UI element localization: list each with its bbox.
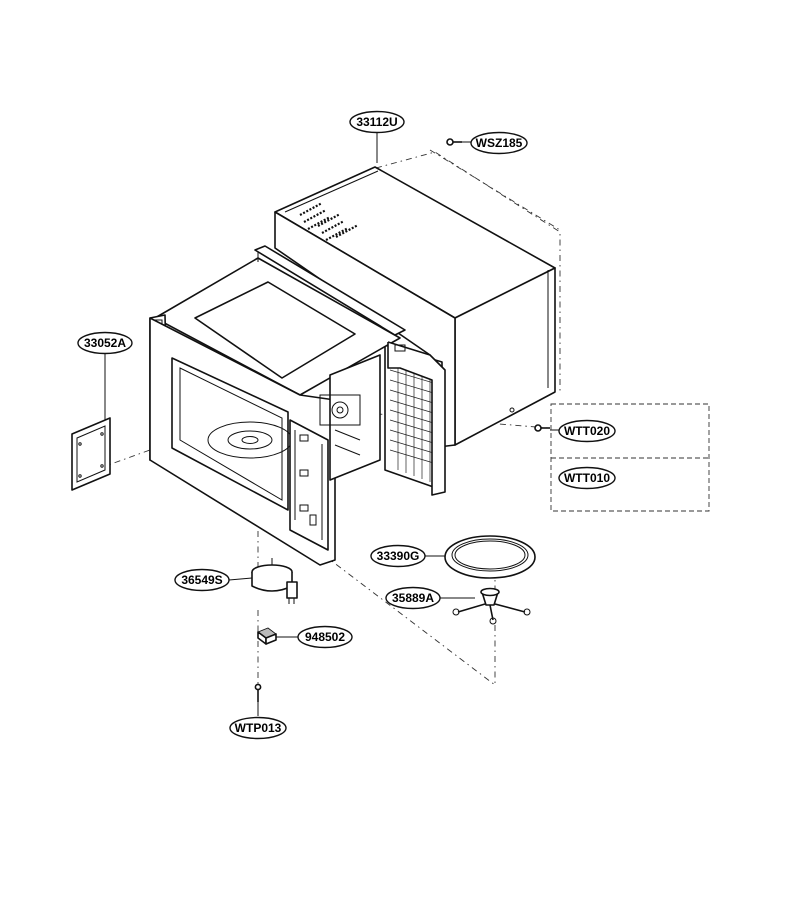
svg-text:WTT010: WTT010 (564, 471, 610, 485)
glass-turntable-tray-part (444, 535, 536, 579)
leader-lines (104, 133, 560, 716)
roller-ring-support-part (452, 587, 531, 625)
label-WTT020: WTT020 (558, 419, 616, 443)
turntable-motor-part (251, 558, 298, 604)
label-WTP013: WTP013 (229, 716, 287, 740)
screw-wtt020 (534, 424, 550, 432)
label-35889A: 35889A (385, 586, 441, 610)
outer-case-cabinet (274, 166, 556, 449)
svg-text:33390G: 33390G (377, 549, 420, 563)
label-WTT010: WTT010 (558, 466, 616, 490)
label-33052A: 33052A (77, 331, 133, 355)
label-948502: 948502 (297, 625, 353, 649)
screw-wsz185 (446, 138, 462, 146)
svg-text:WTT020: WTT020 (564, 424, 610, 438)
svg-text:948502: 948502 (305, 630, 345, 644)
waveguide-cover-plate-part (71, 417, 111, 491)
label-36549S: 36549S (174, 568, 230, 592)
svg-text:36549S: 36549S (181, 573, 222, 587)
coupler-part (257, 627, 277, 645)
case-vent-slots (299, 202, 359, 241)
screw-wtp013 (254, 683, 262, 702)
svg-text:35889A: 35889A (392, 591, 434, 605)
label-33112U: 33112U (349, 110, 405, 134)
inner-cavity-chassis (149, 245, 446, 566)
svg-text:33112U: 33112U (356, 115, 397, 129)
svg-text:WTP013: WTP013 (235, 721, 282, 735)
svg-text:WSZ185: WSZ185 (476, 136, 523, 150)
label-WSZ185: WSZ185 (470, 131, 528, 155)
label-33390G: 33390G (370, 544, 426, 568)
wtt-option-box (550, 403, 710, 512)
svg-text:33052A: 33052A (84, 336, 126, 350)
